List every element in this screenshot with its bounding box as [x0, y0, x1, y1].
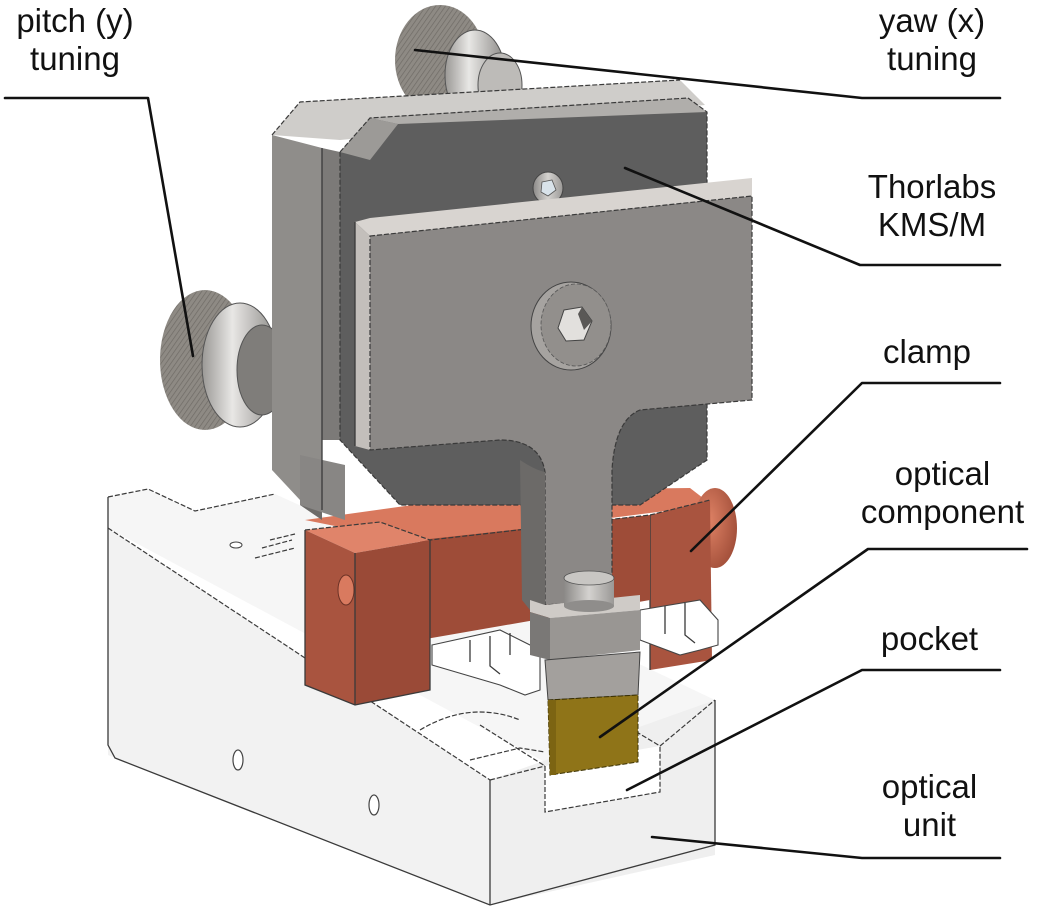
label-line: yaw (x): [878, 2, 986, 39]
label-line: optical: [881, 768, 978, 805]
label-optical-unit: optical unit: [862, 768, 997, 844]
label-line: unit: [902, 806, 957, 843]
mounting-hole: [368, 794, 380, 816]
leader-pocket: [625, 668, 1002, 792]
label-line: KMS/M: [877, 206, 987, 243]
leader-lines: [3, 48, 1029, 860]
label-line: pocket: [880, 620, 979, 657]
label-optical-component: optical component: [840, 455, 1045, 531]
rails: [431, 599, 719, 696]
clamp-bolt: [530, 281, 612, 371]
label-clamp: clamp: [862, 333, 992, 371]
label-line: optical: [894, 455, 991, 492]
label-line: component: [860, 493, 1025, 530]
mounting-hole: [229, 541, 243, 549]
mounting-hole: [232, 749, 244, 771]
label-line: tuning: [887, 40, 977, 77]
label-line: clamp: [882, 333, 972, 370]
clamp-arm: [354, 178, 753, 701]
leader-optical-unit: [650, 835, 1002, 860]
leader-yaw: [413, 48, 1002, 100]
label-thorlabs-kms-m: Thorlabs KMS/M: [852, 168, 1012, 244]
label-pocket: pocket: [862, 620, 997, 658]
label-yaw-tuning: yaw (x) tuning: [862, 2, 1002, 78]
pitch-knob: [160, 290, 288, 430]
label-line: Thorlabs: [867, 168, 997, 205]
label-line: pitch (y): [16, 2, 134, 39]
leader-optical-component: [598, 547, 1029, 739]
label-pitch-tuning: pitch (y) tuning: [0, 2, 150, 78]
leader-thorlabs: [623, 166, 1002, 267]
label-line: tuning: [30, 40, 120, 77]
leader-pitch: [3, 96, 195, 358]
leader-clamp: [689, 381, 1002, 553]
optical-component: [547, 694, 639, 776]
clamp-hole: [337, 574, 355, 606]
